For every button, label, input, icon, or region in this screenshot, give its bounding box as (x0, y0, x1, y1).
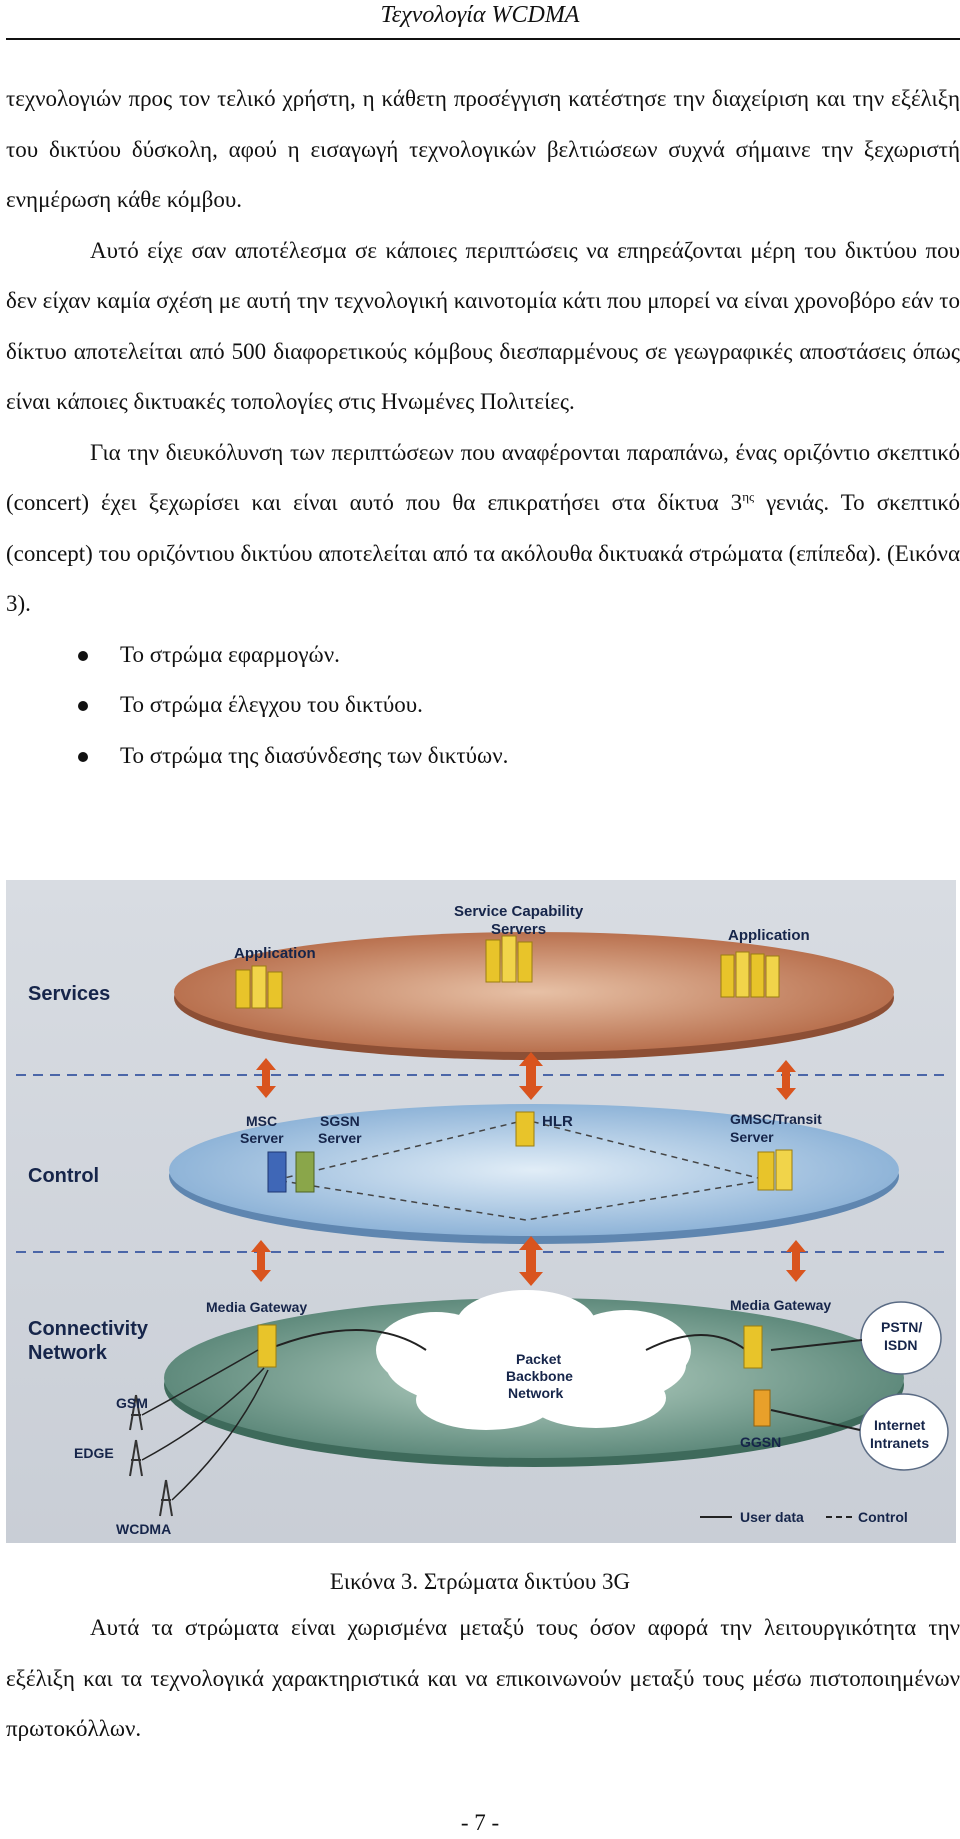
services-ring (174, 932, 894, 1052)
pstn-isdn-cloud (860, 1301, 942, 1375)
user-data-line (265, 1329, 427, 1351)
antenna-icon (159, 1479, 173, 1517)
layer-label-network: Network (28, 1342, 108, 1364)
paragraph-1: τεχνολογιών προς τον τελικό χρήστη, η κά… (6, 86, 960, 212)
page-header: Τεχνολογία WCDMA (380, 2, 580, 28)
bullet-icon (78, 650, 88, 661)
label-application-right: Application (728, 927, 810, 944)
label-sgsn-server: Server (318, 1130, 362, 1146)
label-msc: MSC (246, 1113, 277, 1129)
legend-user-data: User data (740, 1509, 804, 1525)
label-application-left: Application (234, 945, 316, 962)
paragraph-4: Αυτά τα στρώματα είναι χωρισμένα μεταξύ … (6, 1615, 960, 1741)
list-item-text: Το στρώμα εφαρμογών. (120, 641, 340, 667)
radio-link (171, 1369, 269, 1501)
label-packet: Packet (516, 1351, 561, 1367)
label-network: Network (508, 1385, 563, 1401)
radio-link (141, 1349, 259, 1416)
paragraph-3: Για την διευκόλυνση των περιπτώσεων που … (6, 428, 960, 630)
packet-backbone-cloud (376, 1290, 691, 1430)
layer-list: Το στρώμα εφαρμογών. Το στρώμα έλεγχου τ… (6, 630, 960, 782)
list-item: Το στρώμα εφαρμογών. (6, 630, 960, 681)
user-data-line (645, 1334, 747, 1351)
service-capability-servers (485, 935, 533, 983)
control-ring (169, 1104, 899, 1236)
ggsn-server (753, 1389, 771, 1427)
label-media-gateway-right: Media Gateway (730, 1297, 831, 1313)
layer-label-connectivity: Connectivity (28, 1318, 149, 1340)
internet-intranets-cloud (859, 1393, 949, 1471)
label-ggsn: GGSN (740, 1434, 781, 1450)
label-servers: Servers (491, 921, 546, 938)
label-wcdma: WCDMA (116, 1521, 171, 1537)
antenna-icon (129, 1439, 143, 1477)
radio-link (141, 1367, 265, 1461)
sgsn-server (295, 1151, 315, 1193)
label-isdn: ISDN (884, 1337, 917, 1353)
layer-label-control: Control (28, 1165, 99, 1187)
pstn-link (770, 1339, 863, 1351)
label-gsm: GSM (116, 1395, 148, 1411)
label-gmsc: GMSC/Transit (730, 1111, 822, 1127)
label-backbone: Backbone (506, 1368, 573, 1384)
label-intranets: Intranets (870, 1435, 929, 1451)
label-gmsc-server: Server (730, 1129, 774, 1145)
label-media-gateway-left: Media Gateway (206, 1299, 307, 1315)
application-server-left (235, 965, 283, 1009)
list-item-text: Το στρώμα έλεγχου του δικτύου. (120, 692, 423, 717)
arrow-icon (251, 1052, 806, 1286)
bullet-icon (78, 751, 88, 762)
list-item: Το στρώμα της διασύνδεσης των δικτύων. (6, 731, 960, 782)
label-edge: EDGE (74, 1445, 114, 1461)
network-layers-figure: Services Control Connectivity Network Ap… (6, 880, 956, 1543)
list-item: Το στρώμα έλεγχου του δικτύου. (6, 680, 960, 731)
label-sgsn: SGSN (320, 1113, 360, 1129)
figure-caption: Εικόνα 3. Στρώματα δικτύου 3G (329, 1569, 631, 1594)
internet-link (770, 1409, 861, 1431)
label-msc-server: Server (240, 1130, 284, 1146)
network-layers-diagram: Services Control Connectivity Network Ap… (6, 880, 956, 1543)
paragraph-3-part-2: γενιάς. Το σκεπτικό (concept) του οριζόν… (6, 490, 960, 616)
list-item-text: Το στρώμα της διασύνδεσης των δικτύων. (120, 742, 509, 768)
application-server-right (720, 951, 780, 998)
paragraph-2: Αυτό είχε σαν αποτέλεσμα σε κάποιες περι… (6, 237, 960, 415)
bullet-icon (78, 701, 88, 711)
paragraph-3-part-1: Για την διευκόλυνση των περιπτώσεων που … (6, 439, 960, 516)
body-text-bottom: Αυτά τα στρώματα είναι χωρισμένα μεταξύ … (6, 1603, 960, 1755)
media-gateway-left (257, 1324, 277, 1368)
body-text-top: τεχνολογιών προς τον τελικό χρήστη, η κά… (6, 74, 960, 781)
gmsc-transit-server (757, 1149, 793, 1191)
hlr-server (515, 1111, 535, 1147)
label-service-capability: Service Capability (454, 903, 584, 920)
header-rule (6, 38, 960, 40)
ordinal-superscript: ης (742, 489, 755, 504)
antenna-icon (129, 1394, 143, 1431)
legend-control: Control (858, 1509, 908, 1525)
page-number: - 7 - (460, 1810, 500, 1835)
msc-server (267, 1151, 287, 1193)
label-pstn: PSTN/ (881, 1319, 922, 1335)
label-hlr: HLR (542, 1113, 573, 1130)
media-gateway-right (743, 1325, 763, 1369)
layer-label-services: Services (28, 983, 110, 1005)
label-internet: Internet (874, 1417, 926, 1433)
